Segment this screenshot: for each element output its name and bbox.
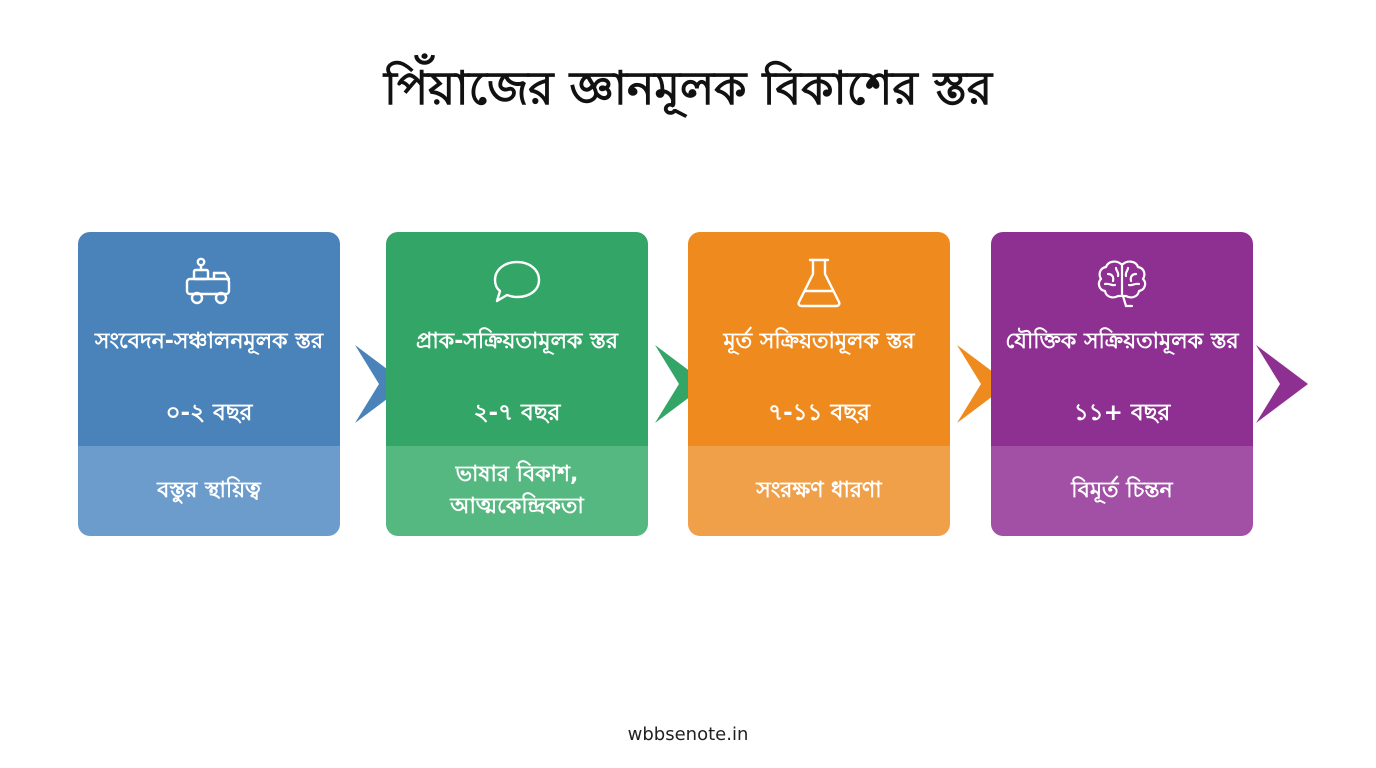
stage-age: ১১+ বছর bbox=[1073, 400, 1171, 426]
stage-name: প্রাক-সক্রিয়তামূলক স্তর bbox=[416, 329, 618, 354]
stage-card-header: প্রাক-সক্রিয়তামূলক স্তর ২-৭ বছর bbox=[386, 232, 648, 446]
stage-card-preoperational: প্রাক-সক্রিয়তামূলক স্তর ২-৭ বছর ভাষার ব… bbox=[386, 232, 648, 536]
stage-trait-panel: বিমূর্ত চিন্তন bbox=[991, 446, 1253, 536]
toy-truck-icon bbox=[181, 256, 237, 310]
speech-bubble-icon bbox=[489, 256, 545, 310]
stage-card-header: সংবেদন-সঞ্চালনমূলক স্তর ০-২ বছর bbox=[78, 232, 340, 446]
stage-card-header: মূর্ত সক্রিয়তামূলক স্তর ৭-১১ বছর bbox=[688, 232, 950, 446]
stage-card-sensorimotor: সংবেদন-সঞ্চালনমূলক স্তর ০-২ বছর বস্তুর স… bbox=[78, 232, 340, 536]
stage-name: যৌক্তিক সক্রিয়তামূলক স্তর bbox=[1005, 329, 1239, 354]
stage-name: মূর্ত সক্রিয়তামূলক স্তর bbox=[723, 329, 915, 354]
stage-name: সংবেদন-সঞ্চালনমূলক স্তর bbox=[94, 329, 324, 354]
site-url: wbbsenote.in bbox=[627, 724, 749, 745]
stage-age: ৭-১১ বছর bbox=[768, 400, 870, 426]
stage-trait: ভাষার বিকাশ, আত্মকেন্দ্রিকতা bbox=[450, 462, 584, 519]
stage-trait: বিমূর্ত চিন্তন bbox=[1071, 478, 1173, 503]
stage-trait-panel: সংরক্ষণ ধারণা bbox=[688, 446, 950, 536]
stage-trait-panel: ভাষার বিকাশ, আত্মকেন্দ্রিকতা bbox=[386, 446, 648, 536]
stage-age: ২-৭ বছর bbox=[473, 400, 561, 426]
page-title: পিঁয়াজের জ্ঞানমূলক বিকাশের স্তর bbox=[383, 61, 993, 115]
stage-trait: সংরক্ষণ ধারণা bbox=[756, 478, 882, 503]
stage-card-formal-operational: যৌক্তিক সক্রিয়তামূলক স্তর ১১+ বছর বিমূর… bbox=[991, 232, 1253, 536]
stage-trait-panel: বস্তুর স্থায়িত্ব bbox=[78, 446, 340, 536]
arrow-right-icon bbox=[655, 345, 707, 423]
stage-card-header: যৌক্তিক সক্রিয়তামূলক স্তর ১১+ বছর bbox=[991, 232, 1253, 446]
stage-age: ০-২ বছর bbox=[165, 400, 253, 426]
arrow-right-icon bbox=[957, 345, 1009, 423]
arrow-right-icon bbox=[1256, 345, 1308, 423]
arrow-right-icon bbox=[355, 345, 407, 423]
brain-icon bbox=[1094, 256, 1150, 310]
stage-card-concrete-operational: মূর্ত সক্রিয়তামূলক স্তর ৭-১১ বছর সংরক্ষ… bbox=[688, 232, 950, 536]
stage-trait: বস্তুর স্থায়িত্ব bbox=[157, 478, 261, 503]
flask-icon bbox=[791, 256, 847, 310]
